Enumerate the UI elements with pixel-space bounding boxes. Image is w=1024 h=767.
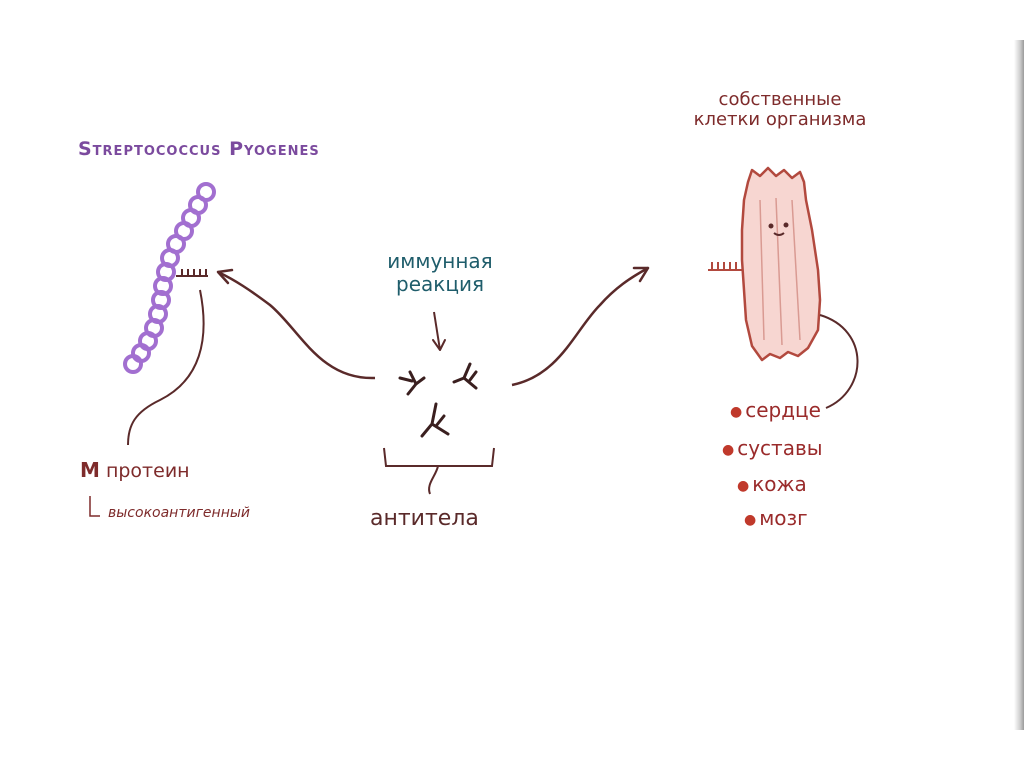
organ-item: ●суставы xyxy=(722,436,823,460)
immune-arrow xyxy=(433,311,441,351)
high-antigenic-bracket xyxy=(89,496,100,517)
arrow-to-own-cells xyxy=(511,266,649,387)
antibodies-bracket xyxy=(383,447,495,467)
high-antigenic-label: высокоантигенный xyxy=(108,505,251,521)
m-protein-pointer xyxy=(127,289,205,446)
cell-receptor-spikes xyxy=(708,262,742,271)
own-cell-face xyxy=(768,222,789,236)
organ-item: ●кожа xyxy=(737,472,807,496)
m-protein-spikes xyxy=(176,269,208,277)
antibody-3 xyxy=(420,402,450,438)
organ-item: ●сердце xyxy=(730,398,821,422)
bullet-icon: ● xyxy=(730,403,743,420)
organ-item: ●мозг xyxy=(744,506,808,530)
own-cells-title: собственные клетки организма xyxy=(670,90,890,130)
antibodies-label: антитела xyxy=(370,506,479,531)
organs-pointer xyxy=(819,314,859,409)
bullet-icon: ● xyxy=(744,511,757,528)
slide-edge-shadow xyxy=(1014,40,1024,730)
bullet-icon: ● xyxy=(722,441,735,458)
streptococcus-title: Streptococcus Pyogenes xyxy=(78,138,320,160)
m-protein-label: M протеин xyxy=(80,458,190,482)
bullet-icon: ● xyxy=(737,477,750,494)
m-protein-word: протеин xyxy=(105,460,190,482)
own-cells-line1: собственные xyxy=(718,89,842,110)
streptococcus-chain xyxy=(123,182,216,374)
m-letter: M xyxy=(80,458,100,482)
immune-reaction-title: иммунная реакция xyxy=(350,250,530,296)
antibody-2 xyxy=(452,362,478,390)
own-cell xyxy=(740,166,822,362)
arrow-to-bacterium xyxy=(217,270,376,380)
own-cells-line2: клетки организма xyxy=(693,109,867,130)
immune-reaction-line2: реакция xyxy=(396,272,484,296)
immune-reaction-line1: иммунная xyxy=(387,249,493,273)
own-cell-stripes xyxy=(759,197,801,346)
antibody-1 xyxy=(398,370,426,396)
